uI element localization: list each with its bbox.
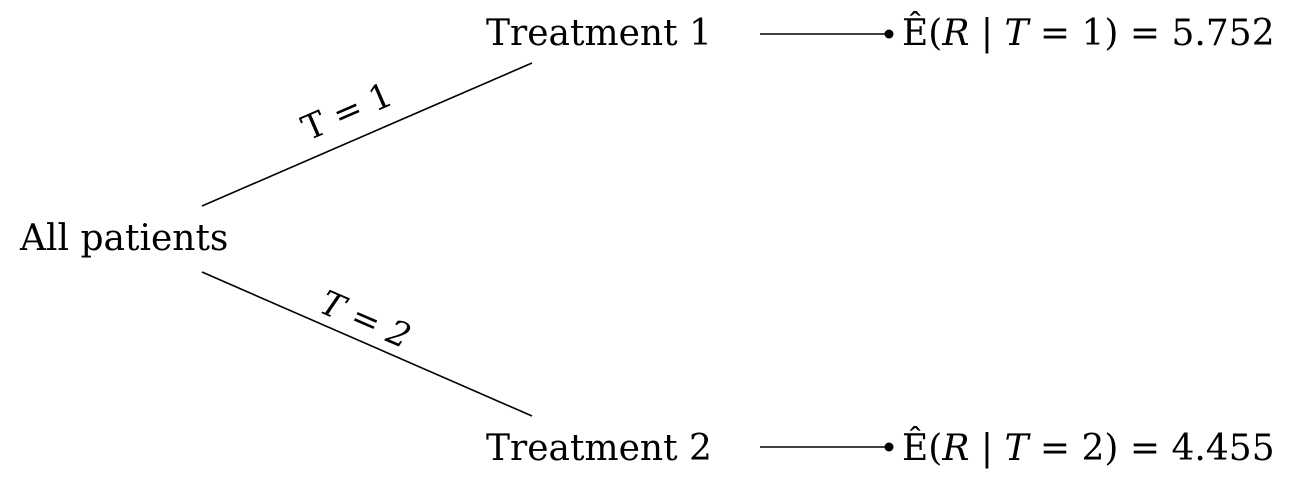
edge-root-to-treatment-1	[201, 62, 533, 207]
outcome-1-eq: = 1) =	[1028, 13, 1172, 54]
outcome-1-prefix: Ê(	[902, 13, 943, 54]
root-node-label: All patients	[20, 218, 229, 259]
outcome-1-sep: |	[969, 13, 1005, 54]
outcome-1-value: 5.752	[1171, 13, 1275, 54]
outcome-1-expression: Ê(R | T = 1) = 5.752	[902, 16, 1275, 52]
edge-root-to-treatment-2	[201, 271, 533, 417]
outcome-2-expression: Ê(R | T = 2) = 4.455	[902, 431, 1275, 467]
leaf-dot-2	[884, 442, 894, 452]
treatment-1-label: Treatment 1	[486, 13, 712, 54]
outcome-2-prefix: Ê(	[902, 428, 943, 469]
outcome-1-cond: T	[1004, 13, 1029, 54]
treatment-2-label: Treatment 2	[486, 428, 712, 469]
outcome-2-eq: = 2) =	[1028, 428, 1172, 469]
outcome-2-cond: T	[1004, 428, 1029, 469]
leaf-dot-1	[884, 29, 894, 39]
outcome-1-var: R	[942, 13, 970, 54]
outcome-2-var: R	[942, 428, 970, 469]
outcome-2-sep: |	[969, 428, 1005, 469]
outcome-2-value: 4.455	[1171, 428, 1275, 469]
